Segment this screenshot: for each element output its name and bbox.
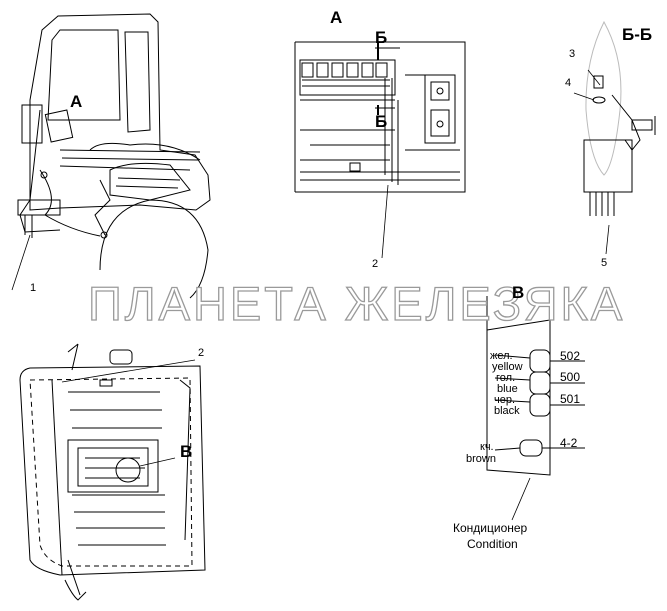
view-b-callout: В <box>180 442 193 461</box>
front-view <box>20 344 205 600</box>
wire-color-ru: гол. <box>496 372 516 384</box>
callout-4: 4 <box>565 77 572 89</box>
wire-number: 4-2 <box>560 436 578 450</box>
wire-color-en: brown <box>466 453 496 465</box>
section-bb-title: Б-Б <box>622 25 653 44</box>
section-mark-top: Б <box>375 28 388 47</box>
callout-2-top: 2 <box>372 258 379 270</box>
view-a-title: А <box>330 8 343 27</box>
wire-color-en: yellow <box>492 361 523 373</box>
callout-5: 5 <box>601 257 608 269</box>
callout-3: 3 <box>569 48 576 60</box>
wire-color-ru: жел. <box>490 350 513 362</box>
wire-number: 500 <box>560 370 581 384</box>
wire-color-ru: чер. <box>494 394 516 406</box>
section-bb <box>574 22 655 254</box>
wire-color-en: black <box>494 405 520 417</box>
view-b-connector <box>487 296 585 520</box>
wire-number: 501 <box>560 392 581 406</box>
device-name-en: Condition <box>467 537 518 551</box>
view-a-panel <box>295 42 465 258</box>
view-b-title: В <box>512 283 525 302</box>
device-name-ru: Кондиционер <box>453 521 528 535</box>
view-a-callout: А <box>70 92 83 111</box>
callout-2-bottom: 2 <box>198 347 205 359</box>
truck-cab-side-view <box>12 14 210 298</box>
section-mark-bottom: Б <box>375 112 388 131</box>
wire-color-en: blue <box>497 383 518 395</box>
watermark: ПЛАНЕТА ЖЕЛЕЗЯКА <box>87 276 626 330</box>
callout-1: 1 <box>30 282 37 294</box>
wire-color-ru: кч. <box>480 441 494 453</box>
wire-number: 502 <box>560 349 581 363</box>
